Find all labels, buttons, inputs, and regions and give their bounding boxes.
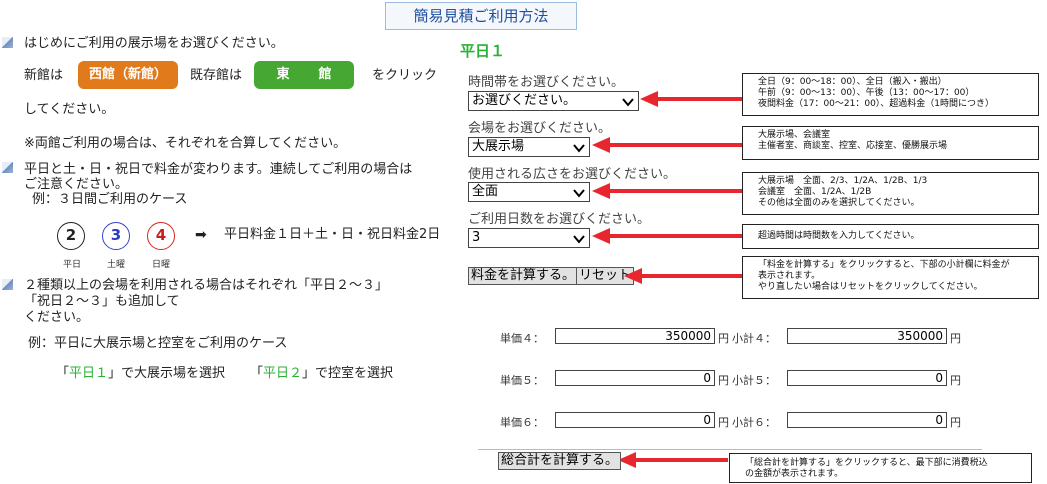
both-halls-note: ※両館ご利用の場合は、それぞれを合算してください。: [24, 136, 347, 151]
chevron-down-icon: [622, 98, 634, 107]
note-line: やり直したい場合はリセットをクリックしてください。: [758, 282, 983, 292]
subtotal-field-5[interactable]: 0: [787, 370, 947, 386]
day-label-sunday: 日曜: [152, 260, 171, 270]
kison-prefix: 既存館は: [190, 68, 243, 83]
step2-line1: 平日と土・日・祝日で料金が変わります。連続してご利用の場合は: [24, 162, 413, 177]
east-hall-button[interactable]: 東 館: [254, 61, 354, 89]
venue-select[interactable]: 大展示場: [468, 137, 590, 157]
subtotal-field-4[interactable]: 350000: [787, 328, 947, 344]
shinkan-prefix: 新館は: [24, 68, 64, 83]
day-label-weekday: 平日: [63, 260, 82, 270]
note-line: 超過時間は時間数を入力してください。: [758, 231, 920, 241]
unit-price-label-5: 単価５：: [500, 374, 544, 387]
yen-label: 円: [950, 374, 961, 387]
note-line: その他は全面のみを選択してください。: [758, 198, 920, 208]
step3-line1: ２種類以上の会場を利用される場合はそれぞれ「平日２～３」: [24, 278, 389, 293]
subtotal-label-6: 小計６：: [732, 416, 776, 429]
chevron-down-icon: [573, 189, 585, 198]
total-note: 「総合計を計算する」をクリックすると、最下部に消費税込 の金額が表示されます。: [729, 453, 1032, 483]
divider: [478, 449, 982, 450]
subtotal-field-6[interactable]: 0: [787, 412, 947, 428]
unit-price-field-4[interactable]: 350000: [555, 328, 715, 344]
days-note: 超過時間は時間数を入力してください。: [742, 224, 1039, 249]
step2-line2: ご注意ください。: [24, 177, 129, 192]
note-line: 主催者室、商談室、控室、応接室、優勝展示場: [758, 141, 948, 151]
unit-price-label-4: 単価４：: [500, 332, 544, 345]
yen-label: 円: [718, 332, 729, 345]
venue-label: 会場をお選びください。: [468, 121, 612, 136]
calculate-note: 「料金を計算する」をクリックすると、下部の小計欄に料金が 表示されます。 やり直…: [742, 256, 1039, 299]
bullet-icon: [2, 162, 13, 173]
day-circle-sunday: 4: [147, 222, 175, 250]
days-select[interactable]: 3: [468, 228, 590, 248]
note-line: 「料金を計算する」をクリックすると、下部の小計欄に料金が: [758, 260, 1010, 270]
note-line: 大展示場、会議室: [758, 130, 831, 140]
day-circle-weekday: 2: [57, 222, 85, 250]
chevron-down-icon: [573, 144, 585, 153]
area-note: 大展示場 全面、2/3、1/2A、1/2B、1/3 会議室 全面、1/2A、1/…: [742, 172, 1039, 215]
day-circle-saturday: 3: [102, 222, 130, 250]
days-select-value: 3: [472, 230, 481, 245]
area-select[interactable]: 全面: [468, 182, 590, 202]
area-label: 使用される広さをお選びください。: [468, 167, 677, 182]
note-line: 午前（9：00～13：00）、午後（13：00～17：00）: [758, 88, 975, 98]
example1-title: 例：３日間ご利用のケース: [32, 192, 188, 207]
unit-price-field-6[interactable]: 0: [555, 412, 715, 428]
note-line: 表示されます。: [758, 271, 821, 281]
right-arrow-icon: ➡: [195, 227, 207, 243]
total-calculate-button[interactable]: 総合計を計算する。: [498, 452, 622, 470]
west-hall-button[interactable]: 西館（新館）: [78, 61, 178, 89]
arrow-left-icon: [592, 183, 742, 199]
venue-note: 大展示場、会議室 主催者室、商談室、控室、応接室、優勝展示場: [742, 126, 1039, 160]
weekday-heading: 平日１: [460, 42, 506, 60]
note-line: の金額が表示されます。: [745, 469, 844, 479]
unit-price-field-5[interactable]: 0: [555, 370, 715, 386]
yen-label: 円: [718, 416, 729, 429]
example2-case-b: 「平日２」で控室を選択: [250, 366, 394, 381]
step1-text: はじめにご利用の展示場をお選びください。: [24, 36, 284, 51]
chevron-down-icon: [573, 235, 585, 244]
arrow-left-icon: [618, 452, 728, 468]
step3-line2: 「祝日２～３」も追加して: [24, 294, 180, 309]
subtotal-label-5: 小計５：: [732, 374, 776, 387]
arrow-left-icon: [592, 228, 742, 244]
note-line: 大展示場 全面、2/3、1/2A、1/2B、1/3: [758, 176, 928, 186]
click-suffix-2: してください。: [24, 102, 115, 117]
venue-select-value: 大展示場: [472, 139, 525, 154]
yen-label: 円: [950, 416, 961, 429]
time-note: 全日（9：00～18：00）、全日（搬入・搬出） 午前（9：00～13：00）、…: [742, 73, 1039, 116]
calculate-button[interactable]: 料金を計算する。: [468, 267, 579, 285]
yen-label: 円: [950, 332, 961, 345]
yen-label: 円: [718, 374, 729, 387]
time-label: 時間帯をお選びください。: [468, 75, 625, 90]
note-line: 夜間料金（17：00～21：00）、超過料金（1時間につき）: [758, 99, 995, 109]
arrow-left-icon: [624, 268, 742, 284]
note-line: 会議室 全面、1/2A、1/2B: [758, 187, 872, 197]
subtotal-label-4: 小計４：: [732, 332, 776, 345]
arrow-left-icon: [592, 137, 742, 153]
example1-result: 平日料金１日＋土・日・祝日料金2日: [224, 227, 441, 242]
step3-line3: ください。: [24, 310, 90, 325]
reset-button[interactable]: リセット: [576, 267, 635, 285]
unit-price-label-6: 単価６：: [500, 416, 544, 429]
click-suffix: をクリック: [372, 68, 438, 83]
day-label-saturday: 土曜: [107, 260, 126, 270]
note-line: 全日（9：00～18：00）、全日（搬入・搬出）: [758, 77, 947, 87]
days-label: ご利用日数をお選びください。: [468, 212, 651, 227]
area-select-value: 全面: [472, 184, 499, 199]
bullet-icon: [2, 37, 13, 48]
time-select-value: お選びください。: [472, 93, 577, 108]
arrow-left-icon: [640, 91, 742, 107]
note-line: 「総合計を計算する」をクリックすると、最下部に消費税込: [745, 458, 988, 468]
page-title: 簡易見積ご利用方法: [385, 2, 577, 30]
time-select[interactable]: お選びください。: [468, 91, 639, 111]
bullet-icon: [2, 279, 13, 290]
example2-title: 例：平日に大展示場と控室をご利用のケース: [28, 336, 288, 351]
example2-case-a: 「平日１」で大展示場を選択: [56, 366, 226, 381]
